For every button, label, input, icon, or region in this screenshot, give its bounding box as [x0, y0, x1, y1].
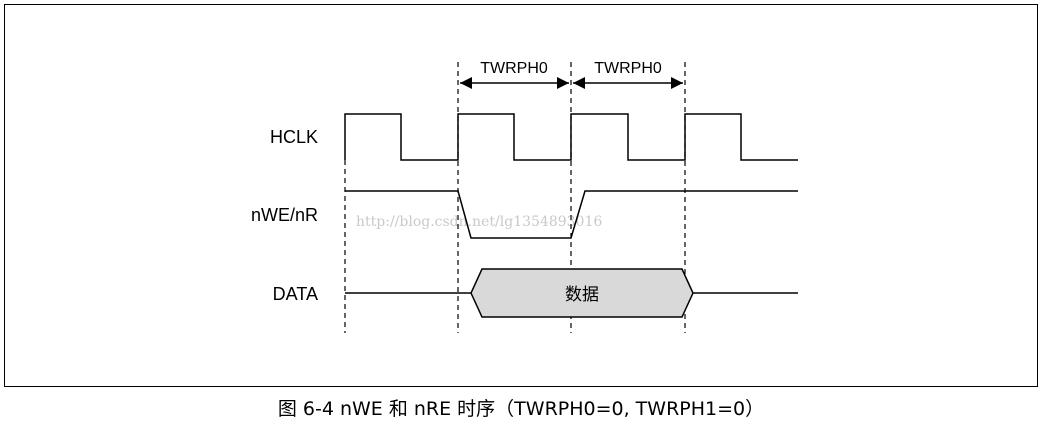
span-label-2: TWRPH0 — [594, 60, 662, 77]
span-label-1: TWRPH0 — [480, 60, 548, 77]
hclk-waveform — [344, 113, 798, 161]
watermark-text: http://blog.csdn.net/lg1354893016 — [356, 214, 602, 230]
data-value-label: 数据 — [565, 285, 599, 304]
timing-diagram: http://blog.csdn.net/lg1354893016 TWRPH0… — [251, 60, 798, 333]
figure-caption: 图 6-4 nWE 和 nRE 时序（TWRPH0=0, TWRPH1=0） — [277, 398, 765, 420]
signal-label-data: DATA — [273, 284, 318, 304]
nwe-nr-waveform — [345, 190, 798, 239]
figure-frame — [4, 4, 1038, 387]
signal-label-nwe-nr: nWE/nR — [251, 205, 318, 225]
signal-label-hclk: HCLK — [270, 127, 318, 147]
